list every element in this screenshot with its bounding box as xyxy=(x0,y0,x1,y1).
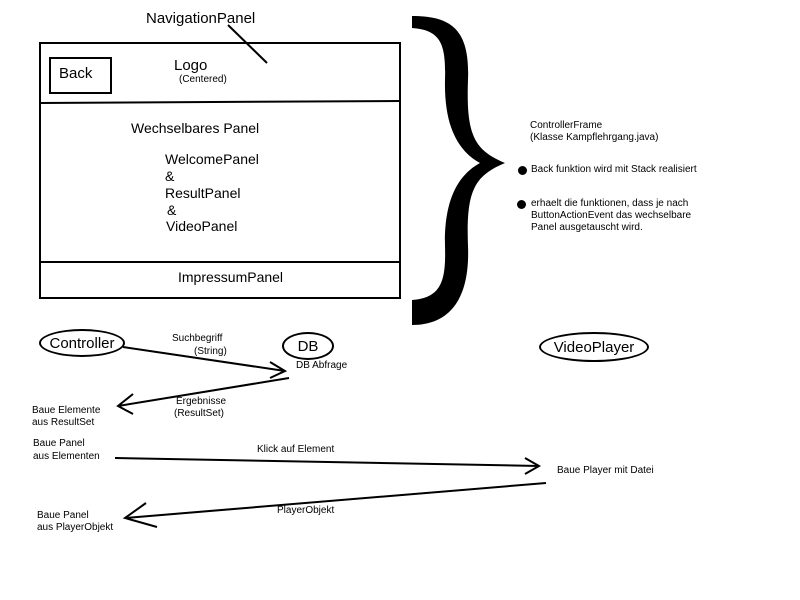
result-panel-label: ResultPanel xyxy=(165,185,241,201)
build-elements-line1: Baue Elemente xyxy=(32,405,101,416)
note-panel-switch-line2: ButtonActionEvent das wechselbare xyxy=(531,210,692,221)
back-button[interactable] xyxy=(49,57,112,94)
bullet-1-icon xyxy=(518,166,527,175)
videoplayer-node: VideoPlayer xyxy=(539,332,649,362)
ampersand-2: & xyxy=(167,202,177,218)
arrow-player xyxy=(124,482,547,519)
navigation-pointer xyxy=(227,24,268,64)
bullet-2-icon xyxy=(517,200,526,209)
build-panel-line2: aus Elementen xyxy=(33,451,100,462)
arrow-search-head xyxy=(269,361,288,379)
welcome-panel-label: WelcomePanel xyxy=(165,151,259,167)
switchable-panel-label: Wechselbares Panel xyxy=(131,120,260,136)
controller-frame xyxy=(39,42,401,299)
player-object-label: PlayerObjekt xyxy=(277,505,335,516)
controller-frame-title: ControllerFrame xyxy=(530,120,603,131)
arrow-click xyxy=(114,457,540,467)
results-type: (ResultSet) xyxy=(174,408,225,419)
controller-frame-class: (Klasse Kampflehrgang.java) xyxy=(530,132,659,143)
note-panel-switch-line1: erhaelt die funktionen, dass je nach xyxy=(531,198,689,209)
logo-note: (Centered) xyxy=(179,74,227,85)
logo-label: Logo xyxy=(174,57,208,74)
impressum-panel-label: ImpressumPanel xyxy=(178,269,284,285)
back-label: Back xyxy=(59,65,93,82)
arrow-search xyxy=(122,346,286,372)
search-term-type: (String) xyxy=(194,346,227,357)
db-node-label: DB xyxy=(297,337,319,355)
arrow-results-head xyxy=(116,393,134,415)
note-back-stack: Back funktion wird mit Stack realisiert xyxy=(531,164,697,175)
build-player-label: Baue Player mit Datei xyxy=(557,465,654,476)
arrow-player-head xyxy=(122,502,158,528)
note-panel-switch-line3: Panel ausgetauscht wird. xyxy=(531,222,643,233)
results-label: Ergebnisse xyxy=(176,396,227,407)
navigation-panel-label: NavigationPanel xyxy=(146,10,256,27)
nav-divider xyxy=(39,100,401,104)
controller-node: Controller xyxy=(39,329,125,357)
ampersand-1: & xyxy=(165,168,175,184)
video-panel-label: VideoPanel xyxy=(166,218,238,234)
click-element-label: Klick auf Element xyxy=(257,444,335,455)
curly-brace xyxy=(412,16,505,325)
build-panel2-line1: Baue Panel xyxy=(37,510,89,521)
build-elements-line2: aus ResultSet xyxy=(32,417,95,428)
arrow-click-head xyxy=(524,457,542,475)
arrow-results xyxy=(117,377,290,407)
controller-node-label: Controller xyxy=(49,334,115,352)
build-panel-line1: Baue Panel xyxy=(33,438,85,449)
videoplayer-node-label: VideoPlayer xyxy=(553,338,635,356)
search-term-label: Suchbegriff xyxy=(172,333,223,344)
db-query-label: DB Abfrage xyxy=(296,360,348,371)
db-node: DB xyxy=(282,332,334,360)
build-panel2-line2: aus PlayerObjekt xyxy=(37,522,114,533)
